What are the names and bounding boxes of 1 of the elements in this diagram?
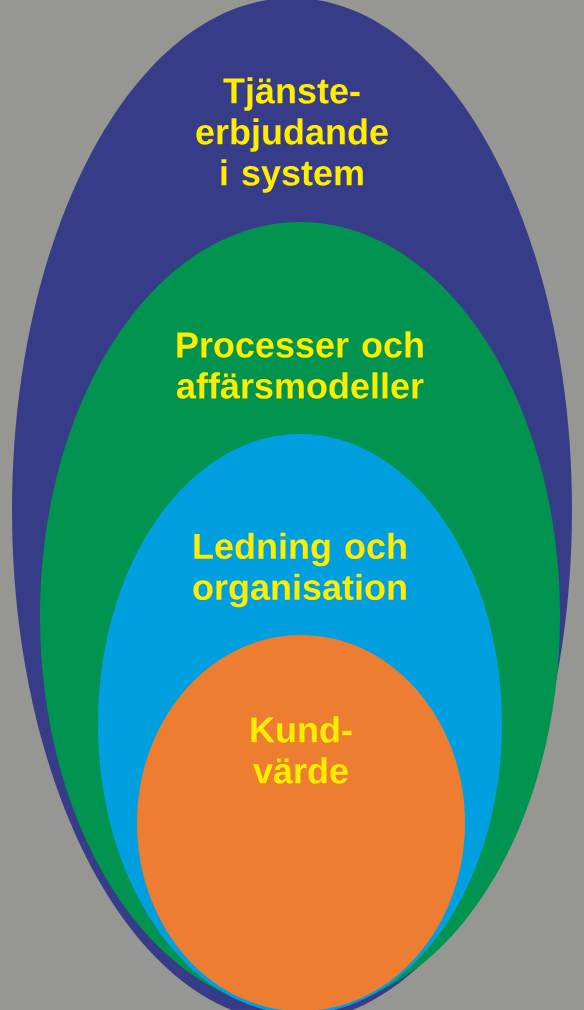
ellipse-region: Kund- värde	[137, 635, 465, 1010]
